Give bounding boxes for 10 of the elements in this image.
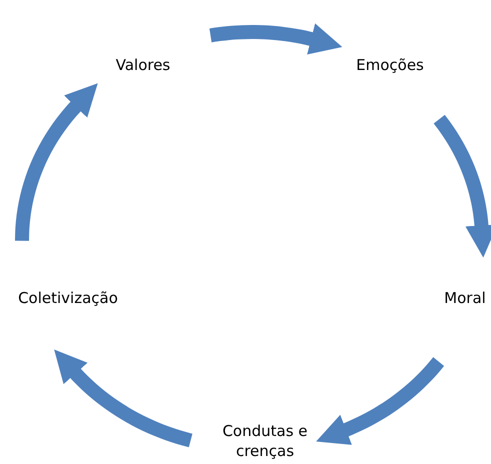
curved-arrow [209,23,342,55]
curved-arrow [54,350,192,448]
cycle-label: Coletivização [3,288,133,308]
curved-arrow [15,83,98,241]
cycle-label: Valores [98,55,188,75]
curved-arrow [316,357,444,445]
cycle-label: Emoções [345,55,435,75]
cycle-label: Condutas e crenças [210,421,320,461]
curved-arrow [434,114,491,258]
cycle-label: Moral [435,288,491,308]
